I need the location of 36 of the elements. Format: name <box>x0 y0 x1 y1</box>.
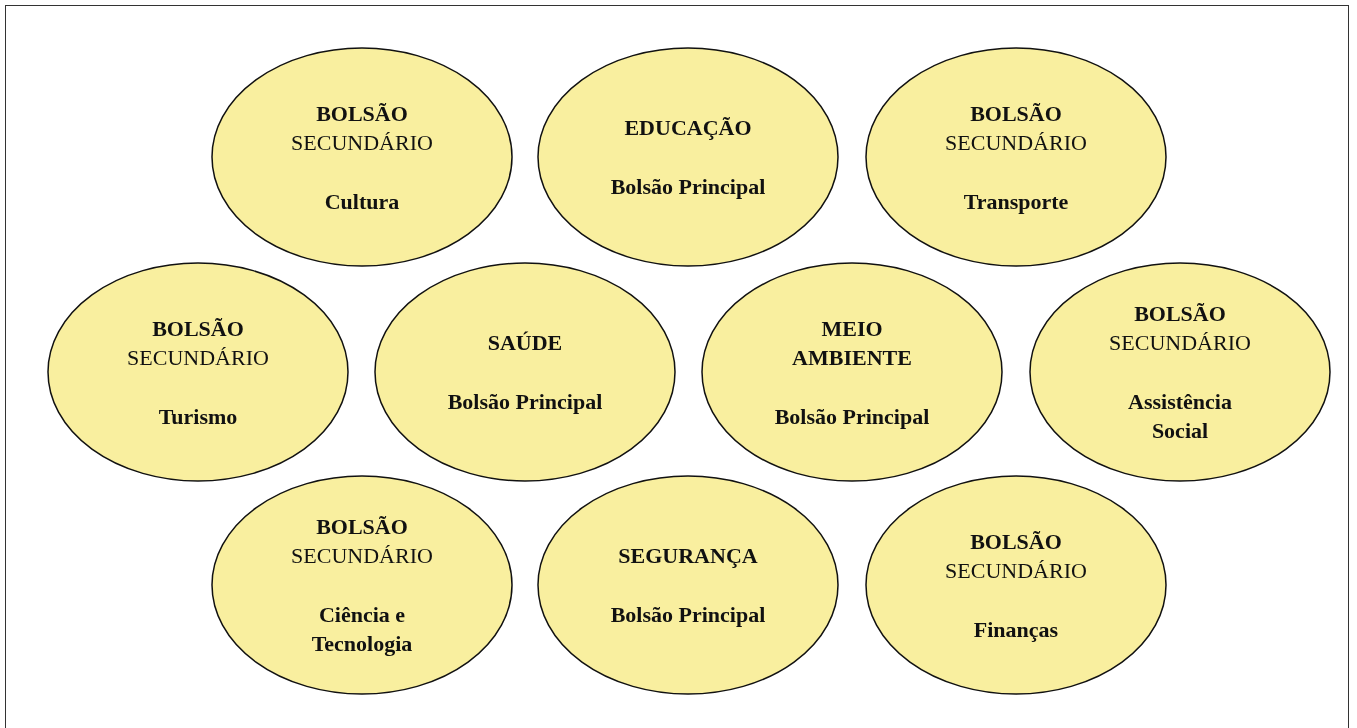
node-subheading: SECUNDÁRIO <box>291 542 433 570</box>
ellipse-node <box>537 47 839 267</box>
node-topic: Cultura <box>324 187 400 216</box>
ellipse-node <box>1029 262 1331 482</box>
ellipse-node <box>865 47 1167 267</box>
node-heading: SAÚDE <box>487 329 563 357</box>
node-topic: Turismo <box>158 402 238 431</box>
ellipse-node <box>211 47 513 267</box>
node-subheading: SECUNDÁRIO <box>127 343 269 372</box>
node-subheading: Bolsão Principal <box>447 388 603 416</box>
node-topic: Finanças <box>973 615 1059 644</box>
node-subheading: SECUNDÁRIO <box>291 128 433 157</box>
node-topic: Ciência e Tecnologia <box>310 601 414 658</box>
node-heading: BOLSÃO <box>152 314 244 343</box>
node-heading: BOLSÃO <box>316 99 408 128</box>
node-subheading: SECUNDÁRIO <box>945 556 1087 585</box>
ellipse-node <box>701 262 1003 482</box>
node-heading: BOLSÃO <box>970 99 1062 128</box>
node-heading: BOLSÃO <box>316 513 408 541</box>
node-topic: Transporte <box>963 187 1069 216</box>
node-heading: SEGURANÇA <box>618 542 758 570</box>
node-topic: Assistência Social <box>1127 388 1233 445</box>
node-heading: MEIO AMBIENTE <box>791 314 913 372</box>
ellipse-node <box>537 475 839 695</box>
node-subheading: SECUNDÁRIO <box>945 128 1087 157</box>
node-subheading: Bolsão Principal <box>610 601 766 629</box>
ellipse-node <box>47 262 349 482</box>
node-subheading: Bolsão Principal <box>774 402 930 431</box>
node-subheading: SECUNDÁRIO <box>1109 329 1251 357</box>
ellipse-node <box>374 262 676 482</box>
node-heading: BOLSÃO <box>1134 300 1226 328</box>
ellipse-node <box>865 475 1167 695</box>
node-heading: EDUCAÇÃO <box>624 114 752 142</box>
ellipse-node <box>211 475 513 695</box>
node-subheading: Bolsão Principal <box>610 173 766 201</box>
node-heading: BOLSÃO <box>970 527 1062 556</box>
